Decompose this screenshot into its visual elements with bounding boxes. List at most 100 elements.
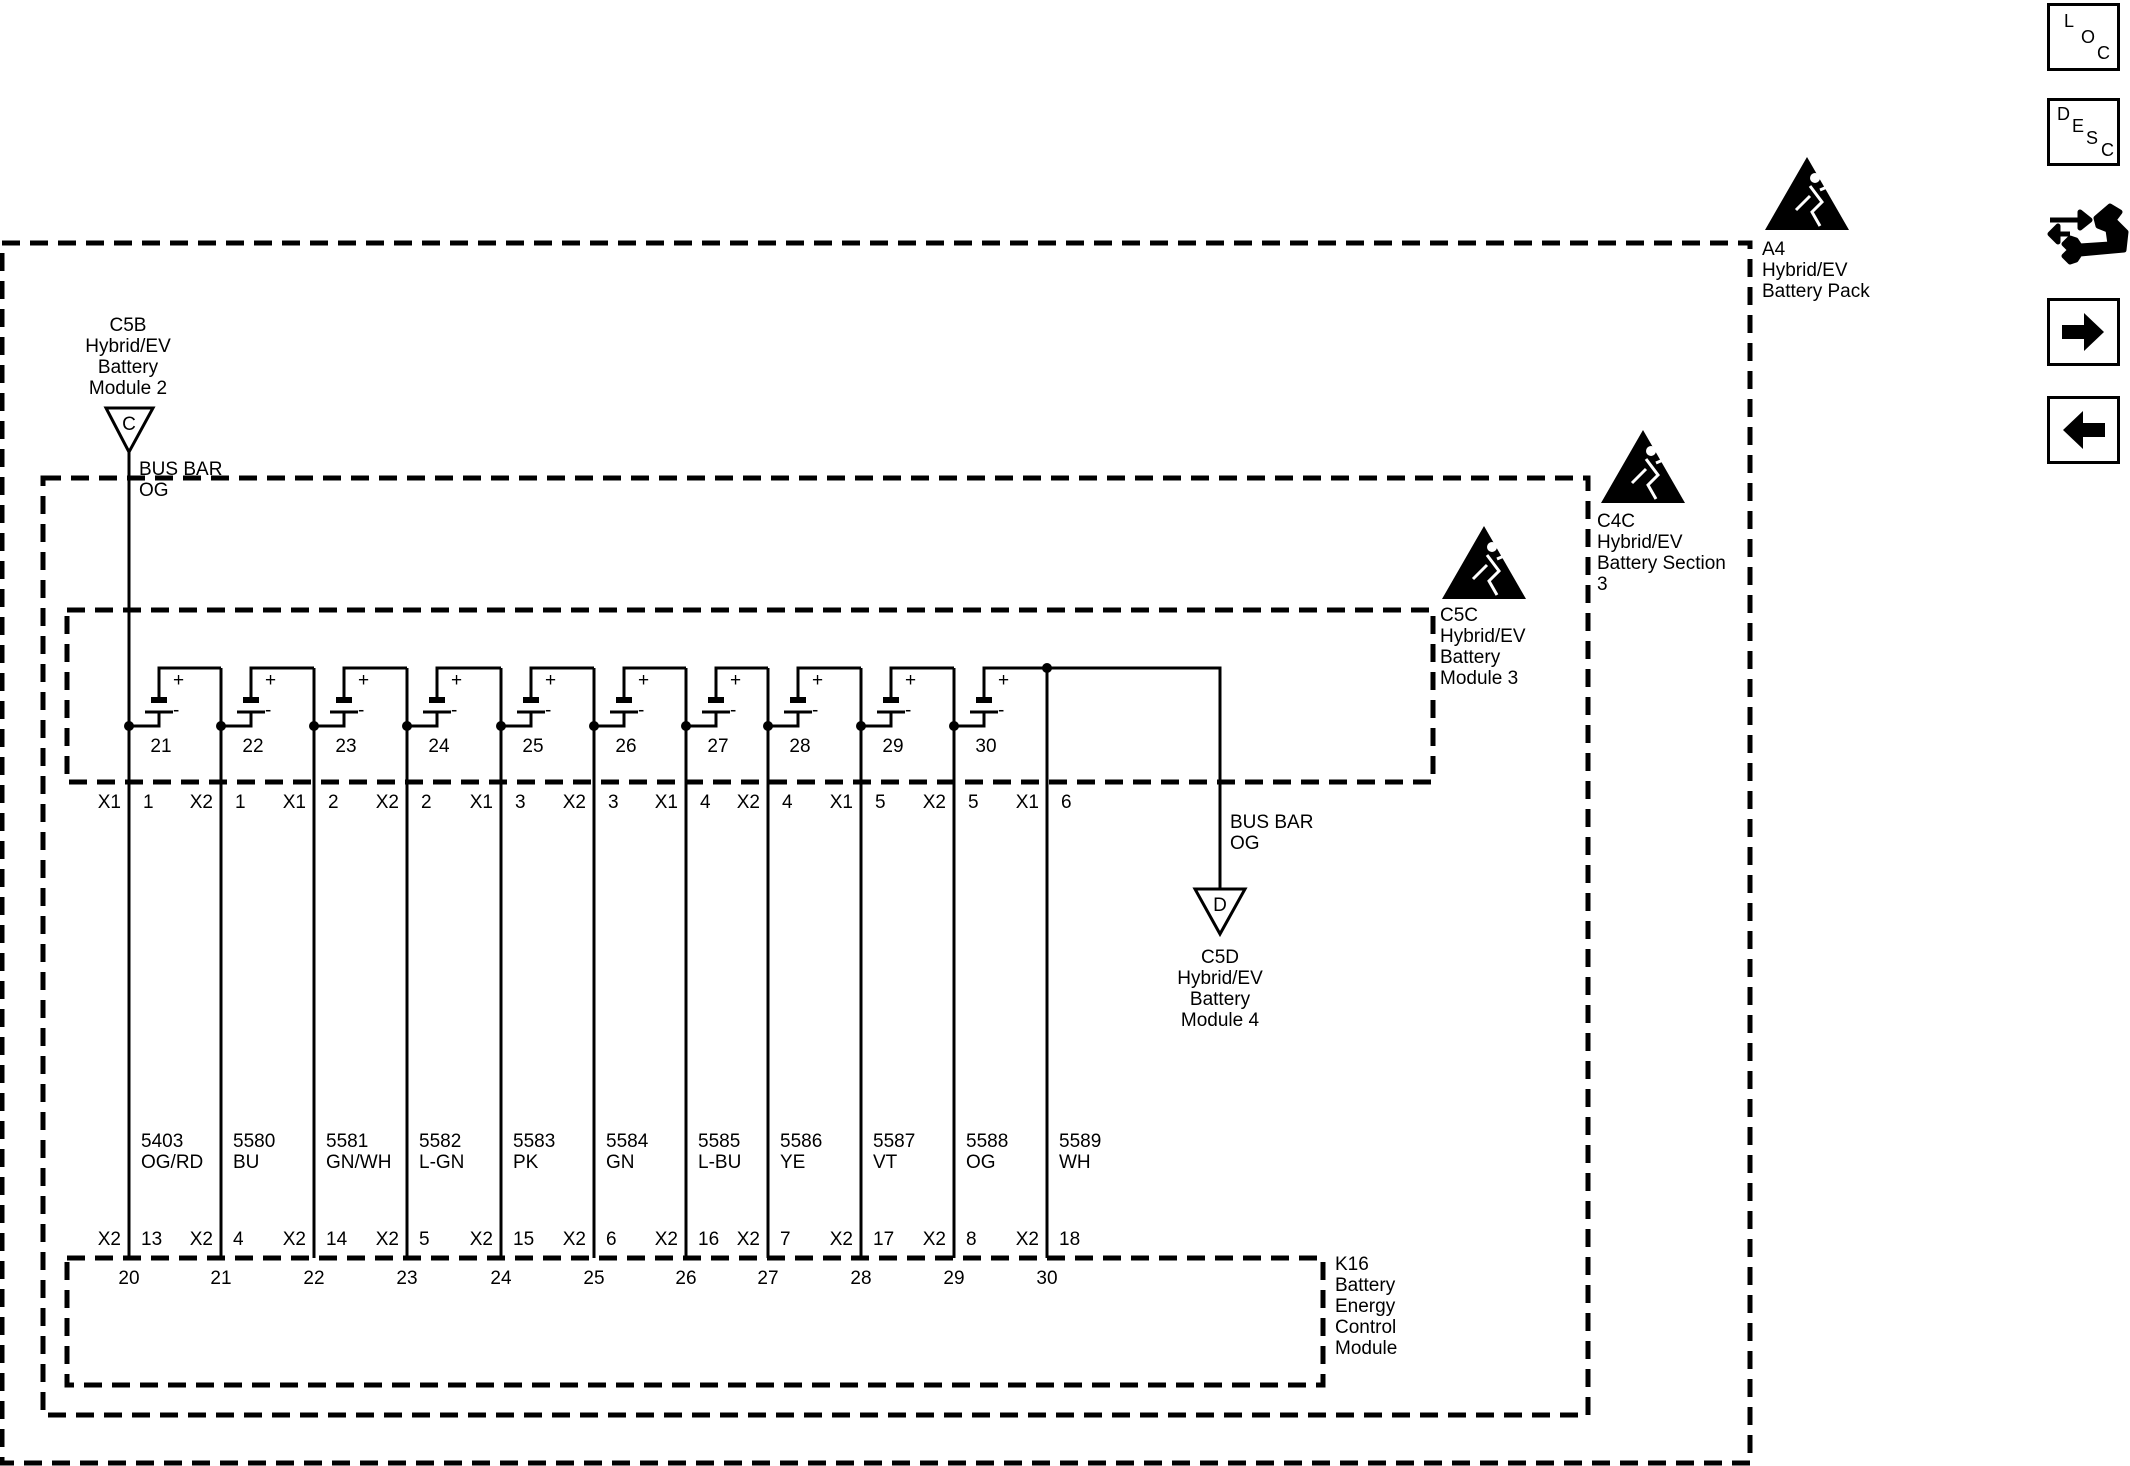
bottom-pin-number: 8 xyxy=(966,1229,977,1250)
battery-section-label-line: C4C xyxy=(1597,511,1635,532)
bottom-connector-id: X2 xyxy=(737,1229,760,1250)
module-terminal: 28 xyxy=(850,1268,871,1289)
desc-button[interactable]: D E S C xyxy=(2047,98,2120,166)
battery-module-label-line: Module 3 xyxy=(1440,668,1518,689)
module-terminal: 20 xyxy=(118,1268,139,1289)
battery-pack-enclosure xyxy=(0,240,1753,1466)
cell-positive-lead xyxy=(714,666,768,700)
top-pin-number: 5 xyxy=(875,792,886,813)
cell-minus-sign: - xyxy=(638,700,644,721)
top-pin-number: 3 xyxy=(515,792,526,813)
top-link-name-line: Hybrid/EV xyxy=(85,336,171,357)
previous-page-button[interactable] xyxy=(2047,396,2120,464)
battery-section-label-line: 3 xyxy=(1597,574,1608,595)
top-connector-id: X2 xyxy=(737,792,760,813)
desc-letter-s: S xyxy=(2086,128,2099,148)
cell-plus-sign: + xyxy=(265,670,276,691)
bottom-pin-number: 15 xyxy=(513,1229,534,1250)
module-terminal: 22 xyxy=(303,1268,324,1289)
battery-cell: +-24 xyxy=(402,666,503,757)
battery-cell: +-27 xyxy=(681,666,770,757)
battery-cell: + -22 xyxy=(216,666,316,757)
battery-section-label-line: Battery Section xyxy=(1597,553,1726,574)
splice-dot xyxy=(1042,663,1052,673)
battery-pack-label: A4 Hybrid/EV Battery Pack xyxy=(1762,239,1870,302)
cell-plus-sign: + xyxy=(812,670,823,691)
battery-module-label: C5C Hybrid/EV Battery Module 3 xyxy=(1440,605,1526,689)
loc-button[interactable]: L O C xyxy=(2047,3,2120,71)
next-page-button[interactable] xyxy=(2047,298,2120,366)
bottom-link-name-line: C5D xyxy=(1201,947,1239,968)
top-link-wire-line: BUS BAR xyxy=(139,459,222,480)
cell-positive-lead xyxy=(342,666,407,700)
circuit-number: 5584 xyxy=(606,1131,649,1152)
wire-color: L-BU xyxy=(698,1152,741,1173)
circuit-number: 5403 xyxy=(141,1131,183,1152)
bottom-connector-id: X2 xyxy=(655,1229,678,1250)
cell-negative-lead xyxy=(501,712,533,728)
circuit-number: 5588 xyxy=(966,1131,1008,1152)
top-connector-id: X1 xyxy=(470,792,493,813)
top-connector-id: X2 xyxy=(190,792,213,813)
bottom-link-name-line: Battery xyxy=(1190,989,1251,1010)
cell-negative-lead xyxy=(314,712,346,728)
cell-negative-lead xyxy=(594,712,626,728)
top-link-name: C5B Hybrid/EV Battery Module 2 xyxy=(85,315,171,399)
circuit-number: 5583 xyxy=(513,1131,555,1152)
battery-pack-label-line: A4 xyxy=(1762,239,1786,260)
high-voltage-warning-icon xyxy=(1765,157,1849,230)
battery-pack-label-line: Hybrid/EV xyxy=(1762,260,1848,281)
top-connector-id: X1 xyxy=(98,792,121,813)
battery-cell: +-30 xyxy=(949,666,1049,757)
cell-minus-sign: - xyxy=(265,700,271,721)
cell-number: 25 xyxy=(522,736,543,757)
control-module-label-line: Module xyxy=(1335,1338,1397,1359)
battery-section-enclosure xyxy=(40,475,1591,1418)
bottom-link-wire-line: OG xyxy=(1230,833,1260,854)
cell-number: 21 xyxy=(150,736,171,757)
battery-cell: +-25 xyxy=(496,666,596,757)
bottom-connector-id: X2 xyxy=(563,1229,586,1250)
cell-negative-lead xyxy=(768,712,800,728)
wire-color: YE xyxy=(780,1152,805,1173)
loc-letter-l: L xyxy=(2064,11,2075,31)
top-connector-id: X1 xyxy=(283,792,306,813)
module-terminal: 23 xyxy=(396,1268,417,1289)
cell-positive-lead xyxy=(622,666,686,700)
cell-plus-sign: + xyxy=(358,670,369,691)
control-module-label-line: Battery xyxy=(1335,1275,1396,1296)
circuit-number: 5582 xyxy=(419,1131,461,1152)
top-pin-number: 1 xyxy=(235,792,246,813)
module-terminal: 27 xyxy=(757,1268,778,1289)
wire-color: L-GN xyxy=(419,1152,464,1173)
bottom-pin-number: 17 xyxy=(873,1229,894,1250)
top-link-name-line: Battery xyxy=(98,357,159,378)
cell-negative-lead xyxy=(861,712,893,728)
top-link-wire-line: OG xyxy=(139,480,169,501)
module-terminal: 25 xyxy=(583,1268,604,1289)
cell-plus-sign: + xyxy=(730,670,741,691)
control-module-label-line: K16 xyxy=(1335,1254,1369,1275)
cell-number: 28 xyxy=(789,736,810,757)
battery-section-label: C4C Hybrid/EV Battery Section 3 xyxy=(1597,511,1726,595)
bus-bar-out xyxy=(1047,666,1222,889)
connector-end-view-button[interactable] xyxy=(2040,190,2130,280)
bottom-pin-number: 16 xyxy=(698,1229,719,1250)
bottom-link-letter: D xyxy=(1213,895,1227,916)
cell-number: 22 xyxy=(242,736,263,757)
cell-minus-sign: - xyxy=(173,700,179,721)
cell-positive-lead xyxy=(796,666,861,700)
top-pin-number: 4 xyxy=(782,792,793,813)
cell-number: 23 xyxy=(335,736,356,757)
cell-negative-lead xyxy=(686,712,718,728)
arrow-right-icon xyxy=(2062,313,2104,351)
